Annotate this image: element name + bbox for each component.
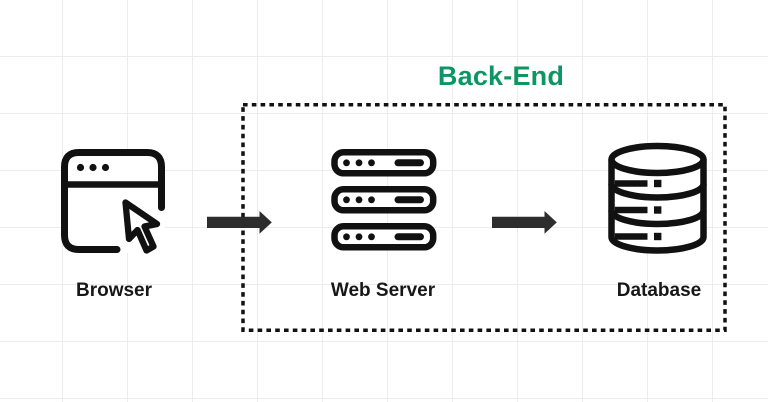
arrow-right-icon [492,211,557,234]
node-label-database: Database [616,280,702,301]
node-label-web-server: Web Server [330,280,436,301]
arrow-right-icon [207,211,272,234]
node-label-browser: Browser [75,280,153,301]
cursor-icon [117,194,166,259]
browser-window-cursor-icon [61,149,166,259]
backend-group-label: Back-End [437,61,565,91]
database-cylinder-icon [608,142,707,254]
server-stack-icon [331,149,437,251]
